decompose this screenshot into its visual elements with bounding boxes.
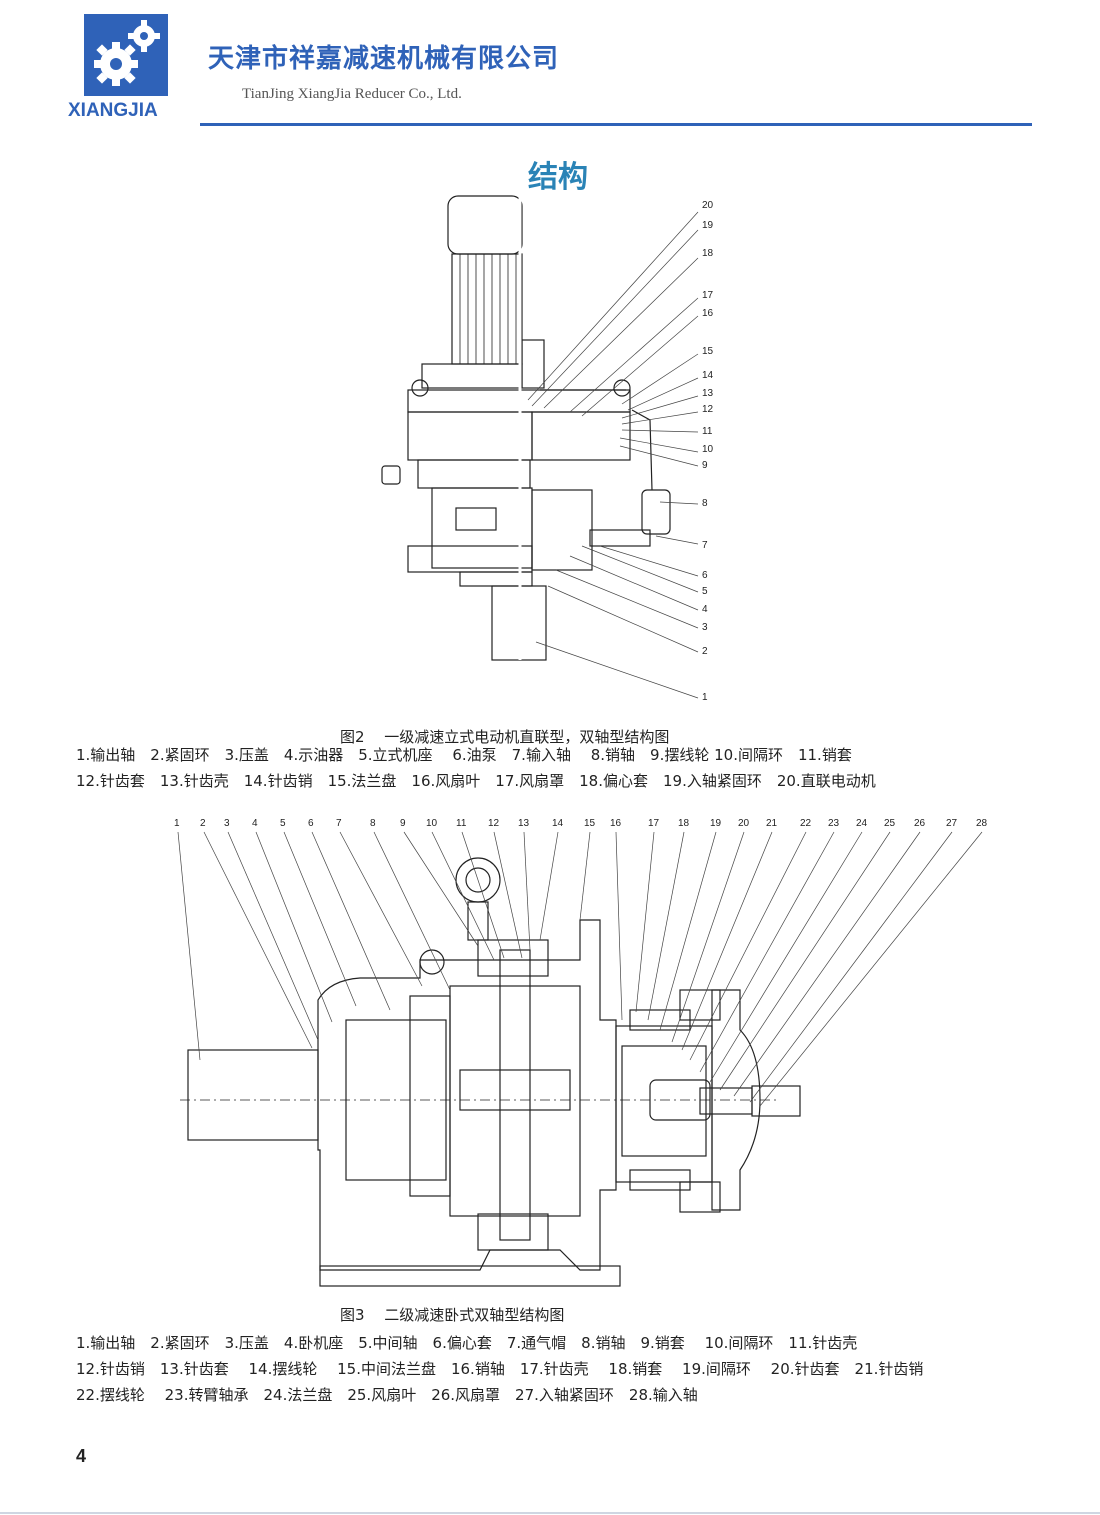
gear-logo-icon	[94, 20, 160, 86]
fig2-label: 5	[702, 586, 708, 597]
fig2-label: 3	[702, 622, 708, 633]
fig2-label: 6	[702, 570, 708, 581]
fig3-label: 28	[976, 818, 988, 829]
fig3-label: 22	[800, 818, 812, 829]
fig3-label: 18	[678, 818, 690, 829]
fig3-label: 6	[308, 818, 314, 829]
fig3-label: 1	[174, 818, 180, 829]
figure-3-parts-line-1: 1.输出轴 2.紧固环 3.压盖 4.卧机座 5.中间轴 6.偏心套 7.通气帽…	[76, 1334, 858, 1352]
fig3-label: 14	[552, 818, 564, 829]
fig2-label: 11	[702, 426, 713, 437]
fig2-label: 20	[702, 200, 714, 211]
fig3-label: 19	[710, 818, 722, 829]
figure-2-parts-line-2: 12.针齿套 13.针齿壳 14.针齿销 15.法兰盘 16.风扇叶 17.风扇…	[76, 772, 876, 790]
fig3-label: 20	[738, 818, 750, 829]
fig3-label: 26	[914, 818, 926, 829]
fig2-label: 12	[702, 404, 714, 415]
fig3-label: 7	[336, 818, 342, 829]
fig2-label: 9	[702, 460, 708, 471]
page-number: 4	[76, 1446, 87, 1466]
fig2-label: 14	[702, 370, 714, 381]
fig3-label: 16	[610, 818, 622, 829]
fig2-label: 10	[702, 444, 714, 455]
fig3-label: 11	[456, 818, 467, 829]
fig3-label: 8	[370, 818, 376, 829]
fig3-label: 23	[828, 818, 840, 829]
figure-3-caption: 图3 二级减速卧式双轴型结构图	[340, 1306, 565, 1324]
footer-divider	[0, 1512, 1100, 1514]
company-name-en: TianJing XiangJia Reducer Co., Ltd.	[242, 86, 462, 102]
figure-3-drawing: 1 2 3 4 5 6 7 8 9 10 11 12 13 14 15 16 1…	[160, 810, 1000, 1300]
fig3-label: 10	[426, 818, 438, 829]
fig2-label: 4	[702, 604, 708, 615]
figure-2-parts-line-1: 1.输出轴 2.紧固环 3.压盖 4.示油器 5.立式机座 6.油泵 7.输入轴…	[76, 746, 852, 764]
section-title: 结构	[528, 160, 588, 195]
figure-3-parts-line-3: 22.摆线轮 23.转臂轴承 24.法兰盘 25.风扇叶 26.风扇罩 27.入…	[76, 1386, 698, 1404]
fig3-label: 5	[280, 818, 286, 829]
fig2-label: 1	[702, 692, 708, 703]
fig3-label: 2	[200, 818, 206, 829]
figure-3-labels: 1 2 3 4 5 6 7 8 9 10 11 12 13 14 15 16 1…	[174, 818, 988, 829]
company-logo	[84, 14, 168, 96]
fig2-label: 8	[702, 498, 708, 509]
fig3-label: 25	[884, 818, 896, 829]
fig3-label: 4	[252, 818, 258, 829]
figure-3-svg: 1 2 3 4 5 6 7 8 9 10 11 12 13 14 15 16 1…	[174, 818, 988, 1287]
fig2-label: 15	[702, 346, 714, 357]
fig2-label: 18	[702, 248, 714, 259]
fig3-label: 21	[766, 818, 778, 829]
logo-wordmark: XIANGJIA	[68, 100, 158, 121]
figure-2-caption: 图2 一级减速立式电动机直联型，双轴型结构图	[340, 728, 670, 746]
fig3-label: 17	[648, 818, 660, 829]
header-divider	[200, 123, 1032, 126]
fig3-label: 15	[584, 818, 596, 829]
fig2-label: 19	[702, 220, 714, 231]
fig2-label: 7	[702, 540, 708, 551]
fig3-label: 12	[488, 818, 500, 829]
fig2-label: 13	[702, 388, 714, 399]
fig2-label: 17	[702, 290, 714, 301]
figure-3-parts-line-2: 12.针齿销 13.针齿套 14.摆线轮 15.中间法兰盘 16.销轴 17.针…	[76, 1360, 924, 1378]
fig3-label: 9	[400, 818, 406, 829]
figure-2-svg: 20 19 18 17 16 15 14 13 12 11 10 9 8 7 6…	[381, 190, 714, 703]
company-name-cn: 天津市祥嘉减速机械有限公司	[208, 44, 560, 74]
fig3-label: 13	[518, 818, 530, 829]
fig3-label: 3	[224, 818, 230, 829]
figure-2-drawing: 20 19 18 17 16 15 14 13 12 11 10 9 8 7 6…	[360, 190, 740, 710]
fig2-label: 2	[702, 646, 708, 657]
figure-2-labels: 20 19 18 17 16 15 14 13 12 11 10 9 8 7 6…	[702, 200, 714, 703]
fig2-label: 16	[702, 308, 714, 319]
fig3-label: 27	[946, 818, 958, 829]
fig3-label: 24	[856, 818, 868, 829]
